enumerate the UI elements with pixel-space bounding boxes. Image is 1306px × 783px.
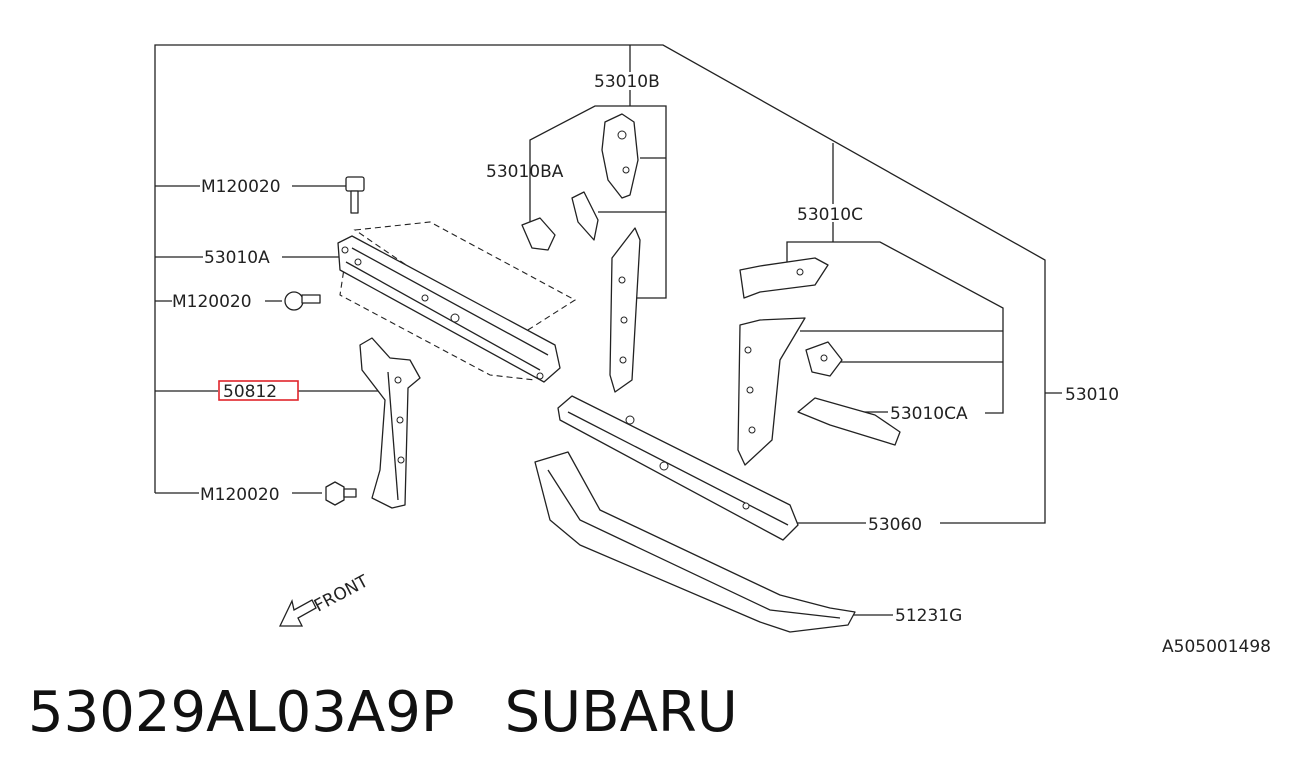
- reference-code: A505001498: [1162, 637, 1271, 657]
- front-direction-arrow: [278, 599, 317, 627]
- callout-m120020-top: M120020: [201, 177, 281, 197]
- callout-53010: 53010: [1065, 385, 1119, 405]
- highlight-box: [218, 380, 299, 401]
- callout-51231g: 51231G: [895, 606, 962, 626]
- side-pillar-right: [737, 317, 806, 466]
- bracket-53010ba: [521, 191, 599, 251]
- bracket-small: [805, 341, 843, 377]
- cross-member-53060: [557, 395, 799, 541]
- side-support-50812: [359, 337, 421, 509]
- callout-53010c: 53010C: [797, 205, 863, 225]
- footer: 53029AL03A9P SUBARU: [28, 680, 738, 760]
- callout-m120020-mid: M120020: [172, 292, 252, 312]
- bracket-53010b: [601, 113, 639, 199]
- upper-radiator-support-53010a: [337, 221, 577, 383]
- callout-53010b: 53010B: [594, 72, 660, 92]
- bolt-m120020-mid: [284, 291, 321, 311]
- footer-brand: SUBARU: [504, 680, 738, 745]
- callout-53010a: 53010A: [204, 248, 270, 268]
- callout-50812: 50812: [223, 382, 277, 402]
- callout-53010ba: 53010BA: [486, 162, 564, 182]
- callout-53060: 53060: [868, 515, 922, 535]
- bolt-m120020-top: [345, 176, 365, 214]
- bolt-m120020-bot: [325, 481, 357, 506]
- side-pillar-left: [609, 227, 641, 393]
- callout-m120020-bot: M120020: [200, 485, 280, 505]
- footer-part-number: 53029AL03A9P: [28, 680, 455, 745]
- leader-lines: [154, 44, 1062, 616]
- bracket-53010ca: [797, 397, 901, 446]
- bracket-53010c: [739, 257, 829, 299]
- callout-53010ca: 53010CA: [890, 404, 968, 424]
- lower-member-51231g: [534, 451, 856, 633]
- front-label: FRONT: [311, 571, 372, 616]
